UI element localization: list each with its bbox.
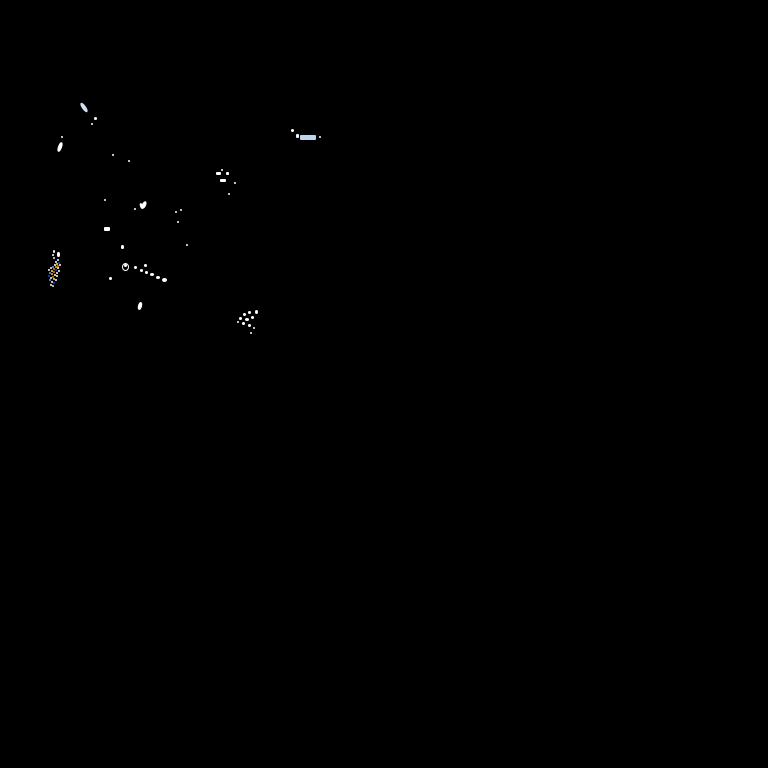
cluster-pixel-23	[54, 274, 56, 276]
point-l	[144, 264, 147, 267]
blob-small-square	[104, 227, 110, 231]
cluster-pixel-4	[55, 261, 57, 263]
cluster-pixel-16	[55, 269, 57, 271]
cluster-dot-5	[251, 316, 254, 319]
multicolored-compact-cluster	[44, 250, 70, 288]
trail-dot-7	[162, 278, 167, 282]
cluster-dot-8	[255, 310, 258, 314]
cluster-pixel-33	[50, 284, 52, 286]
trail-dot-1	[124, 264, 127, 267]
cluster-pixel-24	[48, 275, 50, 277]
cluster-pixel-28	[53, 278, 55, 280]
cluster-pixel-0	[53, 250, 55, 253]
point-j	[186, 244, 188, 246]
cluster-dot-3	[239, 317, 242, 320]
sq-blob-c	[220, 179, 226, 182]
point-o	[175, 211, 177, 213]
point-e	[112, 154, 114, 156]
trail-dot-5	[150, 273, 154, 276]
point-s	[228, 193, 230, 195]
cluster-pixel-7	[54, 264, 56, 266]
cluster-pixel-18	[58, 270, 60, 272]
cluster-pixel-10	[52, 266, 54, 268]
cluster-pixel-29	[49, 279, 51, 281]
point-m	[109, 277, 112, 280]
sq-blob-b	[226, 172, 229, 175]
cluster-pixel-3	[57, 259, 59, 261]
streak-upper-galaxy	[79, 101, 89, 114]
trail-dot-3	[140, 269, 143, 272]
point-f	[128, 160, 130, 162]
cluster-pixel-13	[57, 267, 59, 269]
streak-left-galaxy	[56, 141, 64, 153]
sq-blob-a	[216, 172, 221, 175]
cluster-pixel-1	[52, 254, 54, 256]
cluster-dot-6	[242, 322, 245, 325]
streak-small-a	[139, 202, 144, 210]
cluster-pixel-19	[53, 271, 55, 273]
ring-blob	[122, 263, 129, 271]
cluster-pixel-27	[50, 277, 52, 279]
streak-mid-galaxy	[140, 200, 148, 210]
point-d	[319, 136, 321, 138]
cluster-pixel-12	[50, 267, 52, 269]
trail-dot-4	[145, 271, 148, 274]
point-q	[134, 208, 136, 210]
cluster-pixel-2	[53, 257, 55, 259]
cluster-pixel-9	[59, 264, 61, 266]
cluster-pixel-15	[48, 269, 50, 271]
point-c	[61, 136, 63, 138]
cluster-pixel-5	[58, 262, 60, 264]
cluster-dot-10	[237, 321, 239, 323]
cluster-pixel-31	[51, 281, 53, 283]
point-k	[121, 245, 124, 249]
cluster-pixel-25	[52, 276, 54, 278]
trail-dot-6	[156, 276, 160, 279]
pale-blue-bar-object	[300, 135, 316, 140]
cluster-pixel-22	[51, 273, 53, 275]
streak-lower-a	[137, 301, 143, 311]
cluster-pixel-14	[53, 268, 55, 270]
point-b	[91, 123, 93, 125]
point-p	[221, 169, 223, 171]
cluster-dot-1	[243, 313, 246, 316]
cluster-pixel-34	[52, 285, 54, 287]
cluster-dot-9	[253, 327, 255, 329]
cluster-dot-4	[245, 318, 249, 321]
point-a	[94, 117, 97, 120]
cluster-dot-7	[248, 324, 251, 327]
point-n	[104, 199, 106, 201]
cluster-pixel-8	[57, 265, 59, 267]
point-h	[180, 209, 182, 211]
blob-upper-right-2	[296, 134, 299, 138]
point-g	[234, 182, 236, 184]
point-r	[57, 252, 60, 257]
cluster-pixel-32	[53, 282, 55, 284]
blob-upper-right	[291, 129, 294, 132]
cluster-pixel-11	[55, 266, 57, 268]
cluster-pixel-17	[51, 270, 53, 272]
cluster-dot-2	[248, 311, 251, 314]
trail-dot-2	[134, 266, 137, 269]
cluster-pixel-21	[56, 272, 58, 274]
cluster-pixel-30	[55, 279, 57, 281]
point-i	[177, 221, 179, 223]
cluster-pixel-20	[49, 272, 51, 274]
cluster-dot-11	[250, 332, 252, 334]
cluster-pixel-26	[56, 275, 58, 277]
cluster-pixel-6	[56, 263, 58, 265]
